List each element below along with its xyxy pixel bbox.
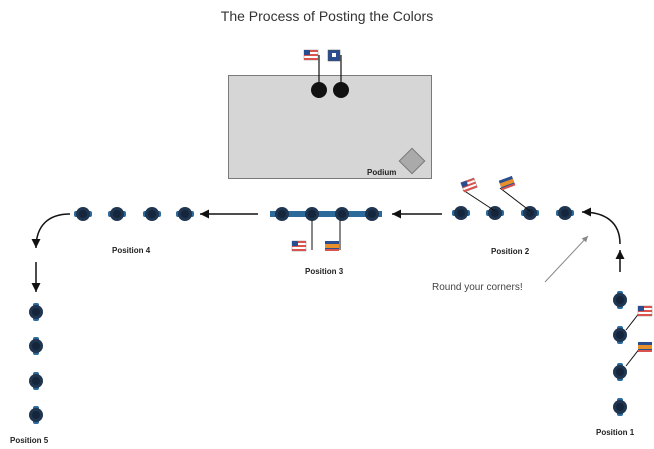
movement-arrows bbox=[31, 207, 625, 292]
podium-flags bbox=[303, 49, 349, 98]
position-3-group bbox=[270, 207, 382, 252]
note-pointer bbox=[544, 235, 589, 283]
position-3-label: Position 3 bbox=[305, 267, 344, 276]
podium-label: Podium bbox=[367, 168, 397, 177]
position-2-group bbox=[452, 175, 574, 220]
position-5-label: Position 5 bbox=[10, 436, 49, 445]
position-1-label: Position 1 bbox=[596, 428, 635, 437]
position-4-group bbox=[74, 207, 194, 221]
diagram-title: The Process of Posting the Colors bbox=[220, 8, 434, 24]
position-4-label: Position 4 bbox=[112, 246, 151, 255]
position-1-group bbox=[613, 291, 653, 416]
podium bbox=[228, 75, 432, 179]
podium-stand bbox=[398, 147, 426, 175]
position-5-group bbox=[29, 303, 43, 424]
position-2-label: Position 2 bbox=[491, 247, 530, 256]
note-round-corners: Round your corners! bbox=[432, 282, 523, 293]
